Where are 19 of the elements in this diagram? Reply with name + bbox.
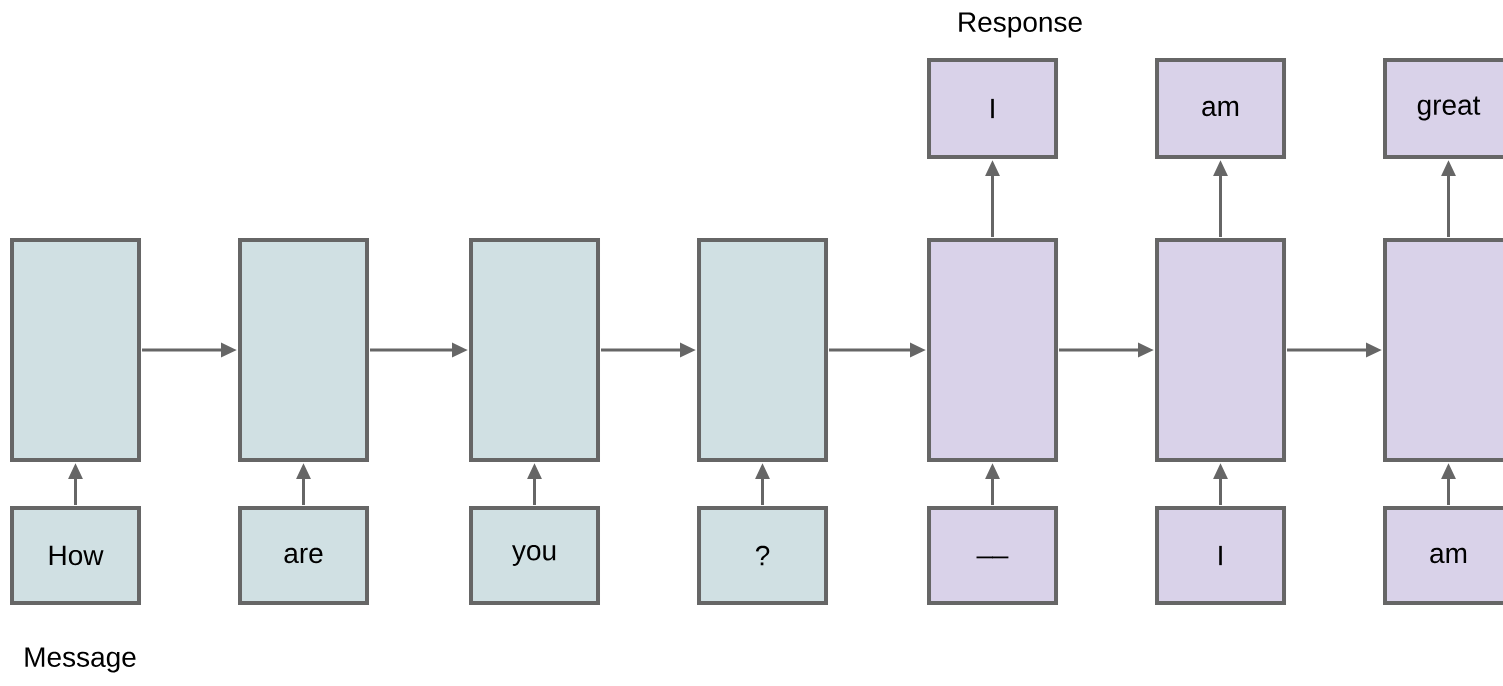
hidden-state-box bbox=[1155, 238, 1286, 462]
input-box: you bbox=[469, 506, 600, 605]
hidden-state-box bbox=[1383, 238, 1503, 462]
input-box: are bbox=[238, 506, 369, 605]
hidden-state-box bbox=[10, 238, 141, 462]
group-label: Message bbox=[25, 647, 136, 673]
input-box: ? bbox=[697, 506, 828, 605]
output-box: am bbox=[1155, 58, 1286, 159]
group-label: Response bbox=[959, 12, 1082, 38]
hidden-state-box bbox=[927, 238, 1058, 462]
input-box: I bbox=[1155, 506, 1286, 605]
hidden-state-box bbox=[697, 238, 828, 462]
input-box: __ bbox=[927, 506, 1058, 605]
output-box: I bbox=[927, 58, 1058, 159]
input-box: How bbox=[10, 506, 141, 605]
output-box: great bbox=[1383, 58, 1503, 159]
hidden-state-box bbox=[469, 238, 600, 462]
input-box: am bbox=[1383, 506, 1503, 605]
hidden-state-box bbox=[238, 238, 369, 462]
